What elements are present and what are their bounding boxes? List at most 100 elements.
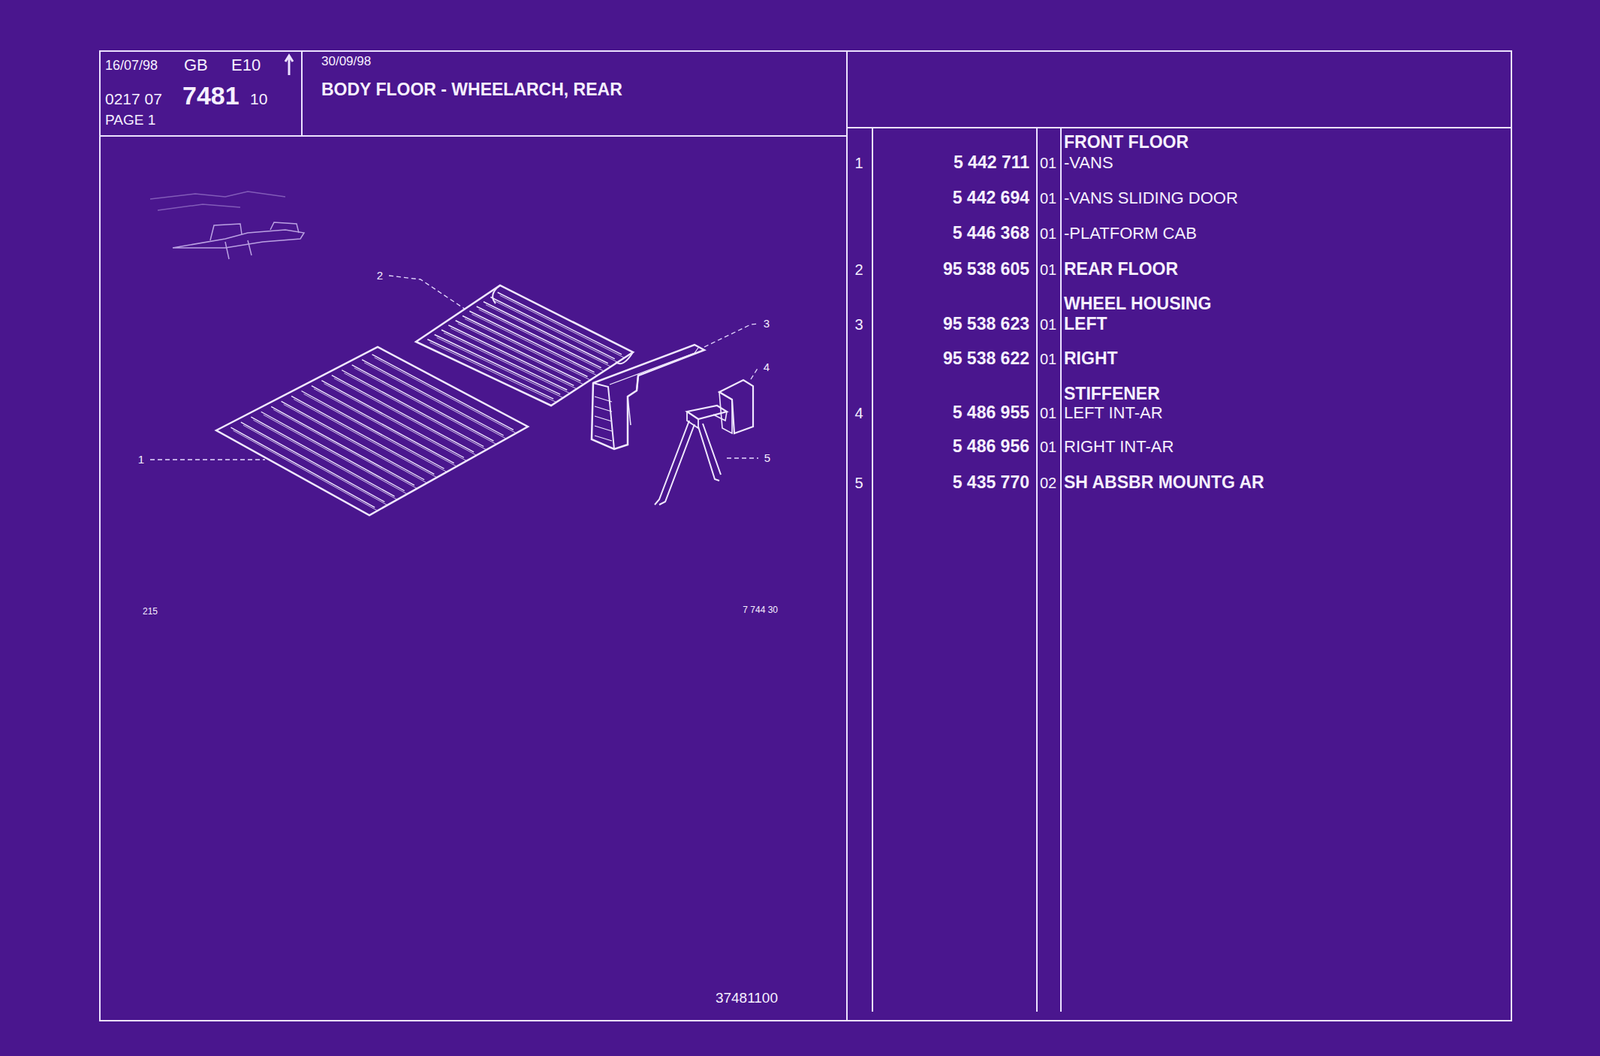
part-description: REAR FLOOR: [1063, 259, 1179, 279]
part-outline: [415, 285, 633, 406]
quantity: 01: [1039, 316, 1057, 333]
page-title: BODY FLOOR - WHEELARCH, REAR: [321, 80, 623, 100]
page-ref: 7481: [182, 81, 240, 110]
part-outline: [497, 292, 622, 355]
part-outline: [450, 328, 576, 389]
part-outline: [687, 411, 699, 428]
part-outline: [483, 301, 609, 364]
part-number: 5 435 770: [952, 473, 1030, 492]
leader-lines: [150, 275, 759, 460]
quantity: 01: [1039, 225, 1057, 242]
part-outline: [719, 379, 754, 434]
part-outline: [436, 337, 564, 398]
part-outline: [448, 325, 574, 386]
part-number: 95 538 623: [943, 314, 1030, 334]
part-description: -VANS SLIDING DOOR: [1063, 189, 1239, 208]
part-number: 95 538 605: [943, 259, 1030, 279]
column-rule: [871, 127, 874, 1012]
part-outline: [687, 405, 727, 419]
group-heading: FRONT FLOOR: [1063, 132, 1189, 152]
part-outline: [253, 419, 397, 500]
part-outline: [271, 406, 415, 486]
part-outline: [469, 310, 594, 372]
quantity: 01: [1039, 189, 1057, 207]
column-rule: [301, 51, 303, 136]
part-outline: [591, 344, 705, 449]
part-outline: [455, 320, 582, 382]
part-outline: [594, 406, 612, 412]
part-outline: [354, 367, 497, 444]
part-outline: [443, 332, 570, 393]
issue-date: 16/07/98: [105, 58, 158, 74]
frame-number: 37481100: [715, 990, 778, 1007]
group-heading: WHEEL HOUSING: [1063, 294, 1212, 314]
part-outline: [374, 357, 516, 433]
part-outline: [609, 347, 699, 385]
page-frame: [99, 51, 1512, 1021]
market-code: GB: [183, 56, 208, 75]
callout-number: 5: [764, 451, 771, 465]
part-outline: [471, 313, 597, 375]
part-outline: [636, 375, 639, 391]
arrow-symbol: [285, 55, 293, 76]
item-number: 5: [854, 474, 863, 492]
revision-date: 30/09/98: [321, 54, 371, 70]
part-outline: [500, 295, 624, 358]
parts-drawing: [216, 285, 754, 516]
part-outline: [654, 420, 695, 505]
quantity: 01: [1039, 154, 1057, 172]
part-outline: [464, 319, 591, 380]
part-description: -PLATFORM CAB: [1063, 224, 1197, 243]
part-outline: [293, 398, 437, 477]
part-description: -VANS: [1063, 153, 1114, 172]
part-outline: [593, 382, 615, 449]
part-outline: [372, 354, 514, 430]
part-number: 5 486 955: [952, 403, 1030, 422]
part-outline: [492, 285, 501, 304]
part-outline: [331, 375, 474, 452]
part-outline: [250, 416, 395, 497]
quantity: 01: [1039, 350, 1057, 368]
column-rule: [1036, 127, 1038, 1012]
callout-number: 2: [376, 269, 383, 283]
drawing-ref: 215: [142, 606, 158, 617]
page-number: PAGE 1: [105, 112, 156, 129]
part-outline: [230, 427, 375, 508]
part-description: RIGHT: [1063, 349, 1118, 368]
part-outline: [241, 421, 386, 502]
item-number: 2: [854, 261, 863, 278]
series-code: E10: [231, 56, 261, 75]
vehicle-thumbnail: [150, 191, 305, 260]
page-suffix: 10: [250, 90, 268, 108]
part-number: 95 538 622: [943, 349, 1030, 368]
quantity: 01: [1039, 261, 1057, 278]
part-outline: [490, 297, 615, 359]
part-outline: [458, 323, 584, 385]
part-outline: [594, 396, 612, 402]
part-number: 5 442 694: [952, 188, 1030, 208]
part-outline: [615, 352, 633, 364]
part-outline: [429, 342, 556, 402]
drawing-ref: 7 744 30: [742, 605, 778, 615]
part-outline: [594, 425, 612, 431]
part-number: 5 486 956: [952, 436, 1030, 456]
quantity: 01: [1039, 438, 1057, 455]
part-outline: [492, 300, 618, 362]
header-rule: [846, 126, 1512, 129]
part-outline: [594, 435, 612, 441]
part-outline: [341, 370, 484, 447]
callout-number: 4: [763, 361, 770, 374]
part-outline: [713, 411, 727, 421]
header-info-box: 16/07/98GBE100217 07748110PAGE 1: [99, 51, 302, 136]
part-number: 5 442 711: [953, 153, 1030, 172]
column-rule: [846, 51, 848, 1021]
part-outline: [281, 400, 425, 480]
part-outline: [462, 316, 588, 377]
part-outline: [485, 304, 611, 367]
part-description: LEFT INT-AR: [1063, 403, 1164, 422]
part-outline: [263, 414, 407, 494]
part-number: 5 446 368: [952, 223, 1030, 243]
part-outline: [441, 329, 567, 390]
part-description: RIGHT INT-AR: [1063, 437, 1174, 456]
